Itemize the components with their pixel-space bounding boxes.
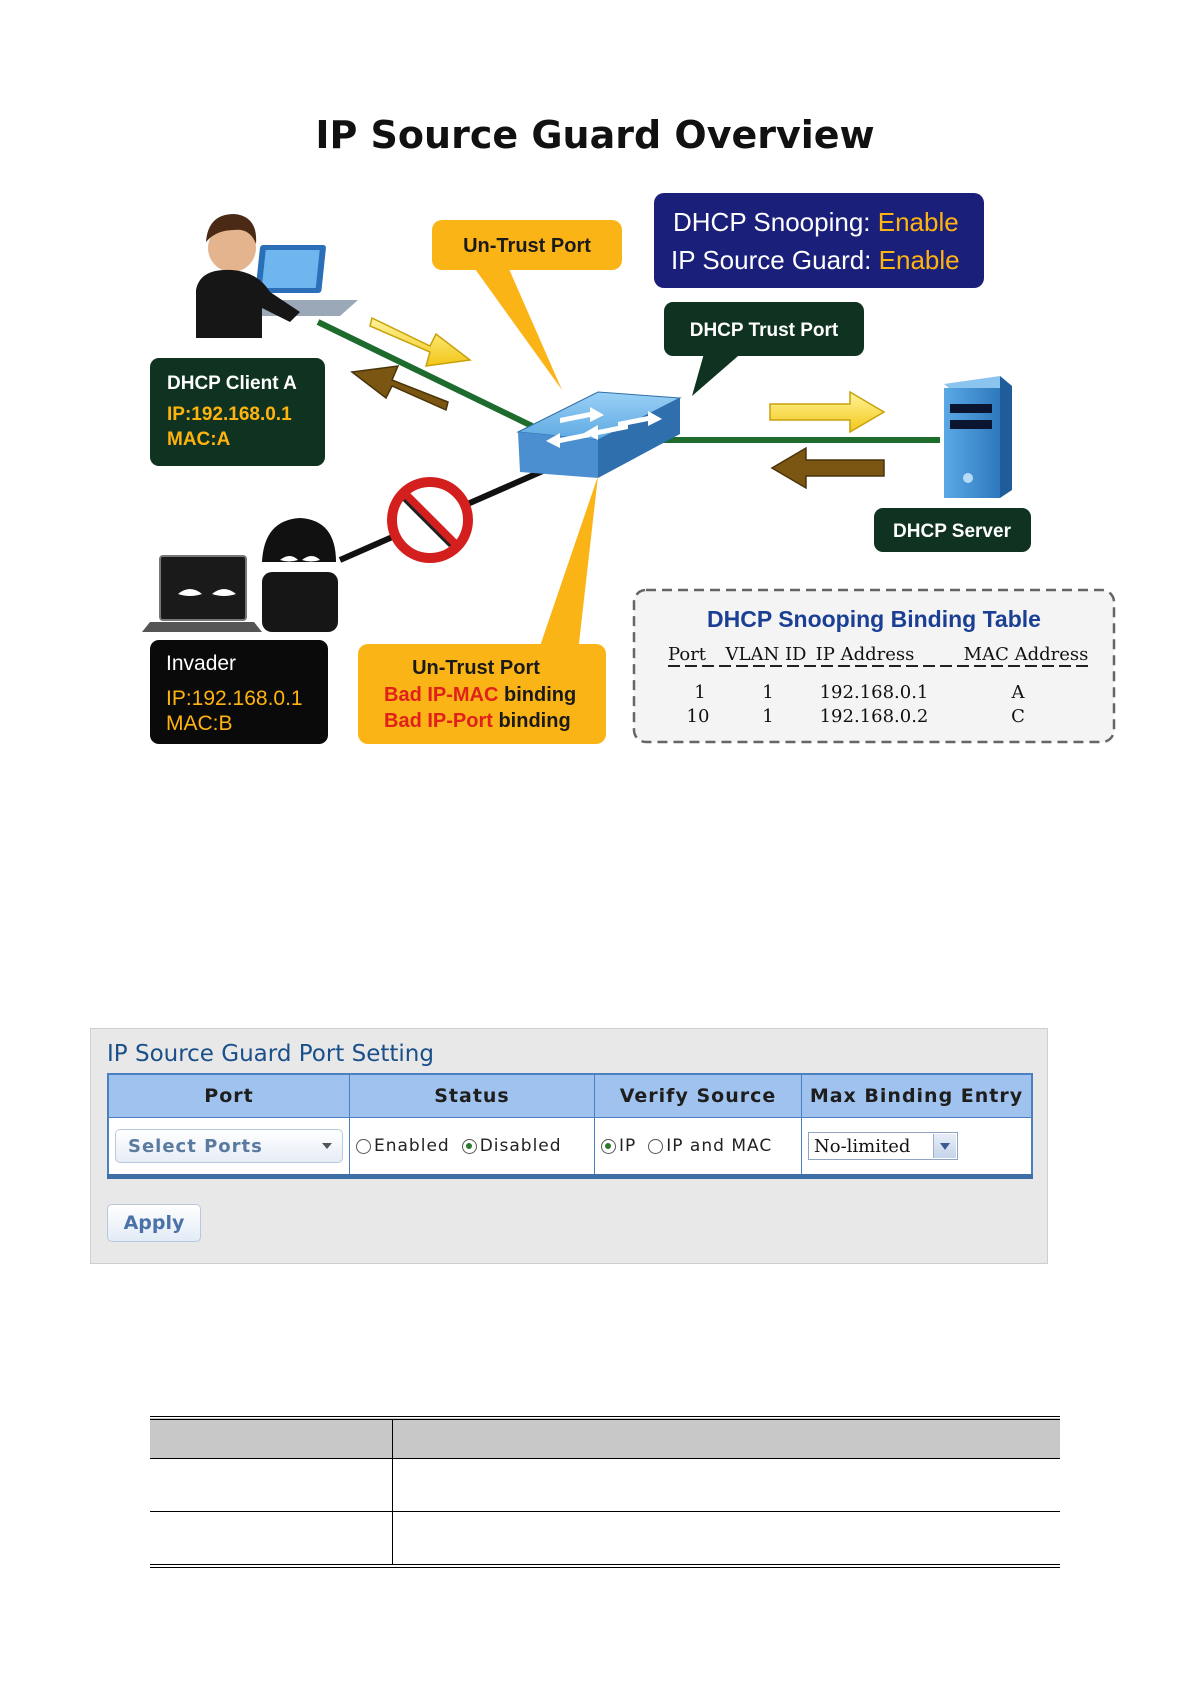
max-binding-dropdown-button[interactable] xyxy=(933,1134,956,1158)
status-disabled-radio[interactable] xyxy=(462,1139,477,1154)
status-enabled-label: Enabled xyxy=(374,1136,450,1156)
bad-ip-mac-label: Bad IP-MAC xyxy=(384,684,498,706)
bad-ip-mac-rest: binding xyxy=(498,684,576,706)
header-max-binding-entry: Max Binding Entry xyxy=(802,1074,1033,1118)
ip-source-guard-value: Enable xyxy=(879,245,960,275)
binding-header-port: Port xyxy=(668,644,707,665)
verify-ip-mac-radio[interactable] xyxy=(648,1139,663,1154)
ip-source-guard-diagram: IP Source Guard Overview Un-Trust Port D… xyxy=(0,0,1190,780)
chevron-down-icon xyxy=(322,1143,332,1149)
port-cell: Select Ports xyxy=(108,1118,350,1177)
bad-ip-port-label: Bad IP-Port xyxy=(384,710,493,732)
table-cell xyxy=(150,1459,393,1512)
dhcp-trust-port-callout: DHCP Trust Port xyxy=(664,302,864,396)
dhcp-status-box: DHCP Snooping: Enable IP Source Guard: E… xyxy=(654,193,984,288)
dhcp-snooping-label: DHCP Snooping: xyxy=(673,207,878,237)
binding-row1-ip: 192.168.0.1 xyxy=(820,682,929,703)
arrow-from-server-icon xyxy=(772,448,884,488)
status-enabled-radio[interactable] xyxy=(356,1139,371,1154)
invader-mac: MAC:B xyxy=(166,712,233,735)
dhcp-server-icon xyxy=(944,376,1012,498)
verify-ip-mac-label: IP and MAC xyxy=(666,1136,772,1156)
switch-icon xyxy=(518,392,680,478)
binding-row2-vlan: 1 xyxy=(762,706,773,727)
diagram-title: IP Source Guard Overview xyxy=(315,113,874,157)
invader-person-icon xyxy=(262,518,338,632)
max-binding-select[interactable]: No-limited xyxy=(808,1132,958,1160)
dhcp-client-person-icon xyxy=(196,214,358,338)
table-row xyxy=(150,1459,1060,1512)
binding-table-box: DHCP Snooping Binding Table Port VLAN ID… xyxy=(634,590,1114,742)
ip-source-guard-port-setting-panel: IP Source Guard Port Setting Port Status… xyxy=(90,1028,1048,1264)
binding-row1-port: 1 xyxy=(694,682,705,703)
svg-text:Bad IP-Port binding: Bad IP-Port binding xyxy=(384,710,571,732)
description-table-header-2 xyxy=(393,1418,1061,1459)
invader-laptop-icon xyxy=(142,556,262,632)
client-link xyxy=(318,322,532,426)
dhcp-trust-port-label: DHCP Trust Port xyxy=(690,320,839,341)
status-cell: Enabled Disabled xyxy=(350,1118,595,1177)
dhcp-client-box: DHCP Client A IP:192.168.0.1 MAC:A xyxy=(150,358,325,466)
svg-text:IP Source Guard: Enable: IP Source Guard: Enable xyxy=(671,245,960,275)
max-binding-value: No-limited xyxy=(809,1136,910,1157)
untrust-port-callout-top: Un-Trust Port xyxy=(432,220,622,390)
invader-name: Invader xyxy=(166,652,236,675)
client-mac: MAC:A xyxy=(167,429,231,450)
table-cell xyxy=(150,1512,393,1567)
description-table-header-1 xyxy=(150,1418,393,1459)
binding-row1-mac: A xyxy=(1011,682,1026,703)
verify-source-cell: IP IP and MAC xyxy=(595,1118,802,1177)
select-ports-label: Select Ports xyxy=(128,1136,263,1157)
svg-text:Bad IP-MAC binding: Bad IP-MAC binding xyxy=(384,684,576,706)
binding-row2-mac: C xyxy=(1011,706,1025,727)
binding-header-mac: MAC Address xyxy=(964,644,1089,665)
dhcp-snooping-value: Enable xyxy=(878,207,959,237)
binding-row2-ip: 192.168.0.2 xyxy=(820,706,929,727)
panel-title: IP Source Guard Port Setting xyxy=(107,1041,434,1067)
binding-row1-vlan: 1 xyxy=(762,682,773,703)
verify-ip-label: IP xyxy=(619,1136,636,1156)
chevron-down-icon xyxy=(940,1143,950,1150)
status-disabled-label: Disabled xyxy=(480,1136,562,1156)
binding-header-vlan: VLAN ID xyxy=(725,644,807,665)
client-name: DHCP Client A xyxy=(167,373,297,394)
table-row xyxy=(150,1512,1060,1567)
port-setting-table: Port Status Verify Source Max Binding En… xyxy=(107,1073,1033,1179)
bad-ip-port-rest: binding xyxy=(493,710,571,732)
ip-source-guard-label: IP Source Guard: xyxy=(671,245,879,275)
svg-text:DHCP Snooping: Enable: DHCP Snooping: Enable xyxy=(673,207,959,237)
dhcp-server-label-box: DHCP Server xyxy=(874,508,1031,552)
binding-table-title: DHCP Snooping Binding Table xyxy=(707,606,1041,632)
header-verify-source: Verify Source xyxy=(595,1074,802,1118)
apply-button[interactable]: Apply xyxy=(107,1204,201,1242)
invader-ip: IP:192.168.0.1 xyxy=(166,687,303,710)
arrow-to-client-icon xyxy=(352,366,448,410)
dhcp-server-label: DHCP Server xyxy=(893,521,1012,542)
untrust-port-bottom-label: Un-Trust Port xyxy=(412,657,540,679)
client-ip: IP:192.168.0.1 xyxy=(167,404,292,425)
arrow-to-switch-icon xyxy=(370,318,470,366)
max-binding-cell: No-limited xyxy=(802,1118,1033,1177)
header-status: Status xyxy=(350,1074,595,1118)
verify-ip-radio[interactable] xyxy=(601,1139,616,1154)
untrust-port-top-label: Un-Trust Port xyxy=(463,235,591,257)
header-port: Port xyxy=(108,1074,350,1118)
invader-box: Invader IP:192.168.0.1 MAC:B xyxy=(150,640,328,744)
description-table xyxy=(150,1416,1060,1568)
table-cell xyxy=(393,1512,1061,1567)
arrow-to-server-icon xyxy=(770,392,884,432)
binding-header-ip: IP Address xyxy=(816,644,915,665)
table-cell xyxy=(393,1459,1061,1512)
select-ports-dropdown[interactable]: Select Ports xyxy=(115,1129,343,1163)
binding-row2-port: 10 xyxy=(687,706,710,727)
block-sign-icon xyxy=(392,482,468,558)
